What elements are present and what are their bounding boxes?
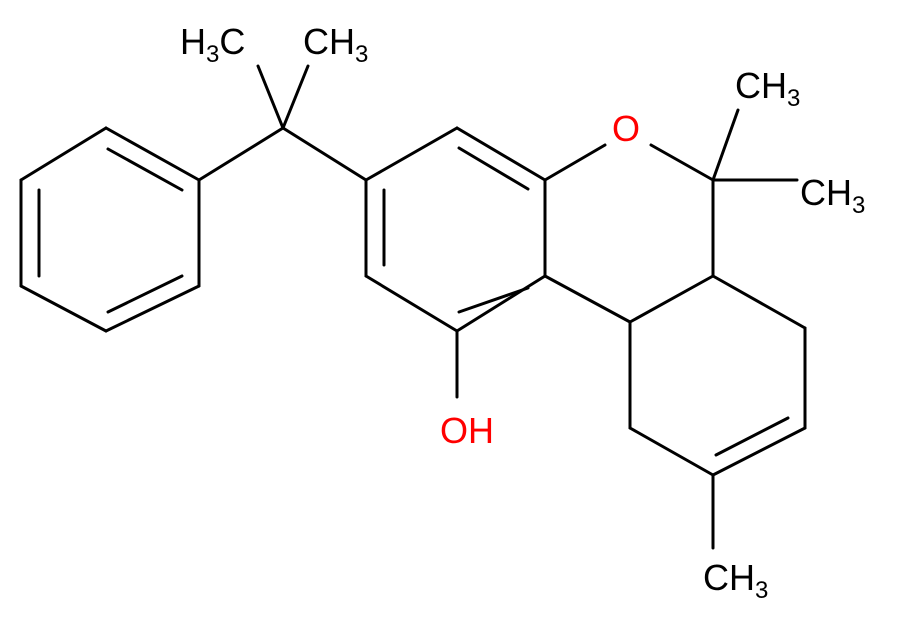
bond (19, 284, 108, 333)
bond (19, 126, 108, 182)
bond (197, 126, 285, 182)
methyl-label-ring-lower: CH3 (800, 172, 865, 219)
bond (543, 143, 607, 182)
double-bond-inner (714, 416, 790, 457)
pyran-ring (543, 143, 715, 324)
methyl-label-top-left: H3C (180, 21, 245, 68)
phenyl-ring (19, 126, 201, 333)
hydroxyl-label: OH (440, 410, 494, 451)
bond (628, 274, 715, 324)
isopropylidene-bridge (197, 64, 368, 182)
methyl-label-top-right: CH3 (303, 21, 368, 68)
oxygen-label: O (612, 108, 640, 149)
double-bond-inner (106, 147, 184, 192)
bond (104, 126, 201, 182)
bond (281, 64, 310, 130)
double-bond-inner (457, 146, 530, 191)
gem-dimethyl (711, 108, 799, 182)
bond (455, 274, 547, 333)
bond (711, 274, 807, 330)
methyl-label-bottom: CH3 (703, 557, 768, 604)
bond (711, 108, 740, 182)
bond (455, 126, 547, 182)
bond (256, 64, 285, 130)
cyclohexene-ring (628, 274, 807, 550)
methyl-label-ring-upper: CH3 (735, 65, 800, 112)
bond (543, 274, 632, 324)
bond (104, 284, 201, 333)
bond (711, 426, 807, 477)
bond (364, 126, 459, 182)
double-bond-inner (457, 286, 530, 314)
bond (364, 274, 459, 333)
bond (649, 143, 715, 182)
aromatic-ring (364, 126, 547, 333)
bond (628, 426, 715, 477)
bond (281, 126, 368, 182)
double-bond-inner (106, 274, 184, 314)
